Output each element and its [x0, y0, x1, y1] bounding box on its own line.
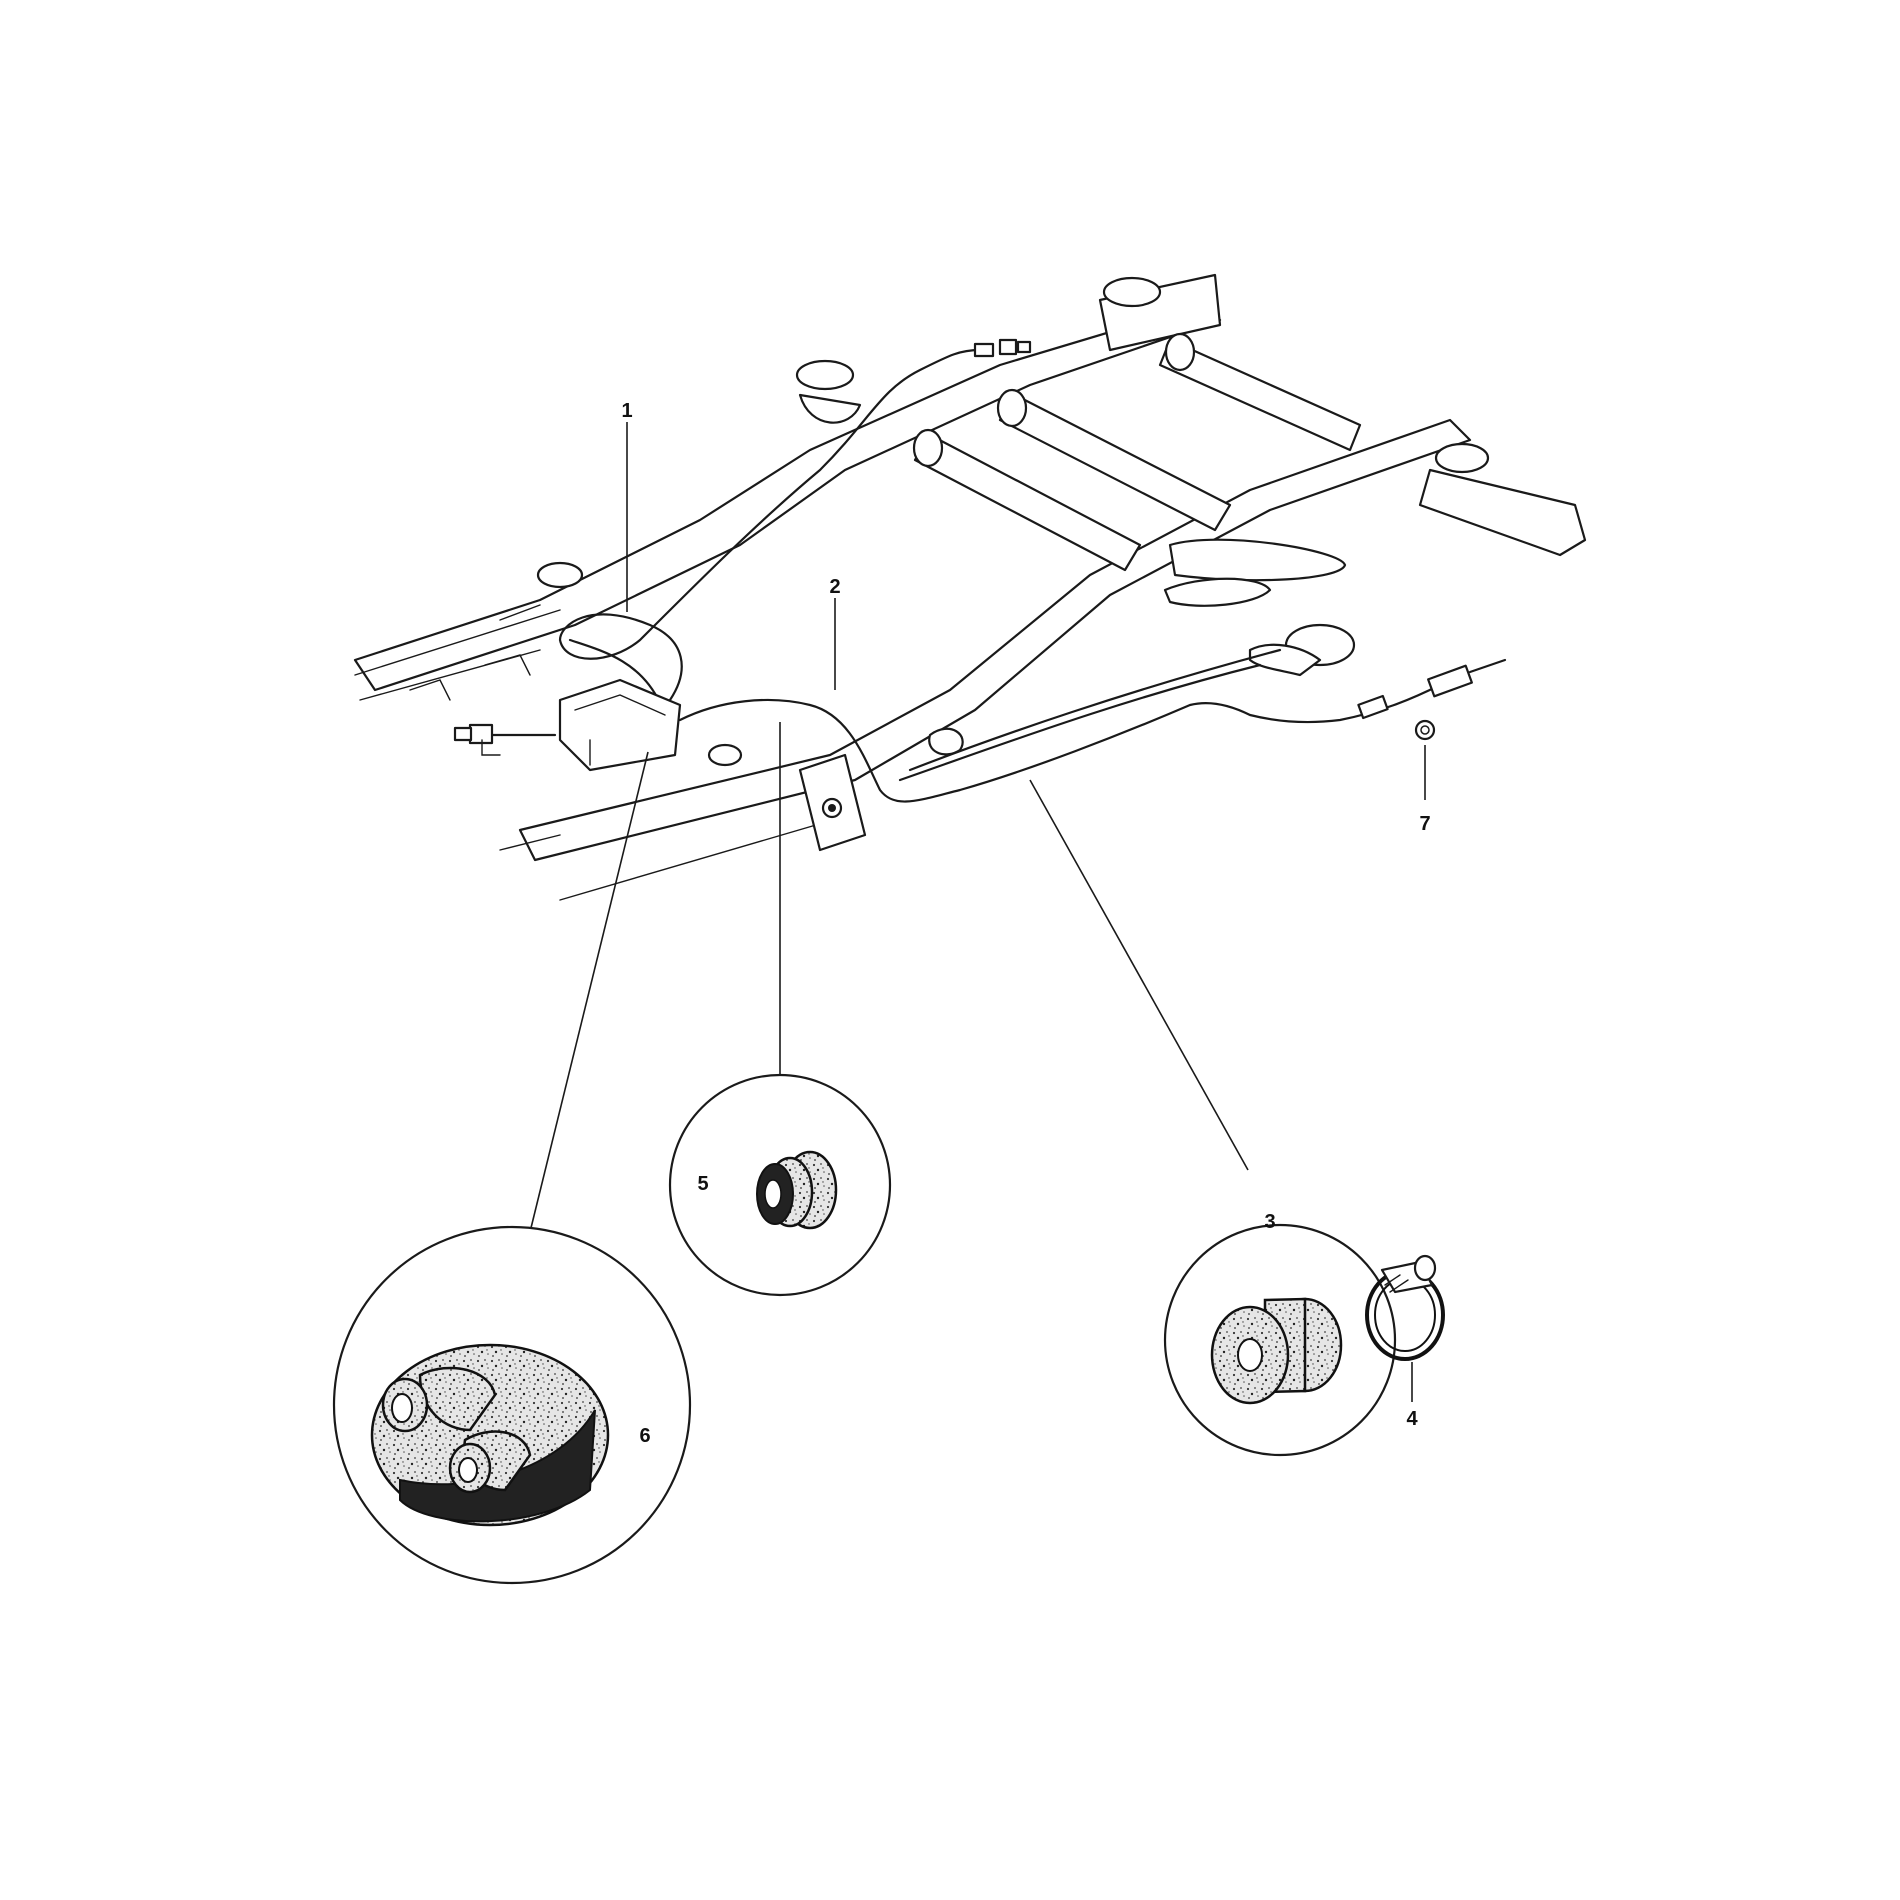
lock-ring	[1414, 719, 1436, 741]
rubber-boot-part	[370, 1343, 610, 1527]
socket-box	[558, 678, 682, 772]
callout-4: 4	[1406, 1408, 1418, 1430]
leader-lines	[529, 422, 1426, 1436]
hose-clamp-part	[1365, 1254, 1445, 1361]
right-frame-rail	[518, 418, 1472, 862]
grommet-clamp-detail	[1163, 1223, 1445, 1457]
callout-1: 1	[621, 400, 632, 422]
main-harness	[678, 683, 1442, 803]
callout-7: 7	[1419, 813, 1430, 835]
callout-2: 2	[829, 576, 840, 598]
trailer-socket-cable	[558, 348, 982, 702]
callout-5: 5	[697, 1173, 708, 1195]
callout-labels: 1 2 3 4 5 6 7	[621, 400, 1430, 1447]
crossmember-tube-1	[1158, 338, 1362, 452]
rear-tube	[1418, 468, 1587, 557]
chassis-frame	[353, 273, 1587, 901]
boot-detail	[332, 1225, 692, 1585]
callout-6: 6	[639, 1425, 650, 1447]
wiring-harness	[453, 338, 1507, 803]
cable-grommet-part	[1210, 1297, 1343, 1405]
callout-3: 3	[1264, 1211, 1275, 1233]
grommet-detail	[668, 1073, 892, 1297]
grommet-part	[756, 1150, 838, 1230]
